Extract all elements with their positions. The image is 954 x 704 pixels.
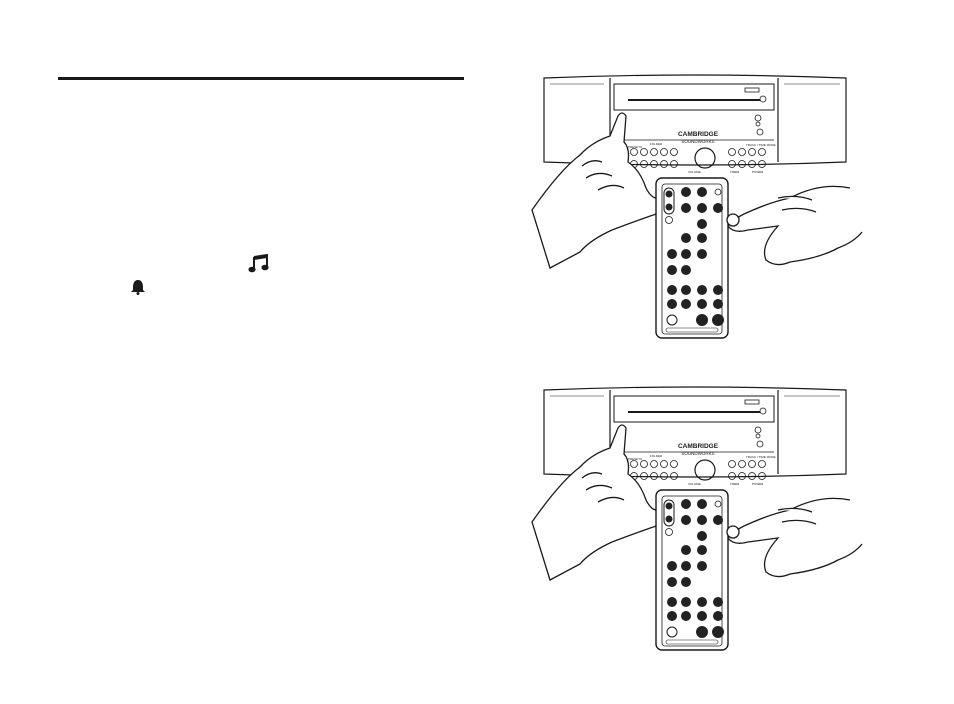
brand-line1: CAMBRIDGE xyxy=(678,131,719,138)
label-track-time: TRACK / TIME MODE xyxy=(746,455,776,459)
remote-control-icon xyxy=(656,178,728,338)
label-power: POWER xyxy=(752,482,764,486)
illustration-top: CAMBRIDGE SOUNDWORKS PRESETS FOLDER VOLU… xyxy=(520,70,870,350)
label-timer: TIMER xyxy=(730,482,740,486)
brand-line2: SOUNDWORKS xyxy=(681,451,714,456)
music-note-icon xyxy=(248,254,270,274)
illustration-bottom: CAMBRIDGE SOUNDWORKS PRESETS FOLDER VOLU… xyxy=(520,382,870,662)
remote-control-icon xyxy=(656,490,728,650)
hand-icon xyxy=(727,186,862,264)
label-presets: PRESETS xyxy=(628,145,642,149)
label-volume: VOLUME xyxy=(688,482,701,486)
bell-icon xyxy=(130,279,146,295)
brand-line1: CAMBRIDGE xyxy=(678,443,719,450)
section-rule xyxy=(58,77,464,80)
label-presets: PRESETS xyxy=(628,457,642,461)
label-power: POWER xyxy=(752,170,764,174)
label-folder: FOLDER xyxy=(650,142,663,146)
label-folder: FOLDER xyxy=(650,454,663,458)
label-timer: TIMER xyxy=(730,170,740,174)
brand-logo: CAMBRIDGE SOUNDWORKS xyxy=(678,131,719,144)
brand-line2: SOUNDWORKS xyxy=(681,139,714,144)
brand-logo: CAMBRIDGE SOUNDWORKS xyxy=(678,443,719,456)
hand-icon xyxy=(727,498,862,576)
label-volume: VOLUME xyxy=(688,170,701,174)
label-track-time: TRACK / TIME MODE xyxy=(746,143,776,147)
